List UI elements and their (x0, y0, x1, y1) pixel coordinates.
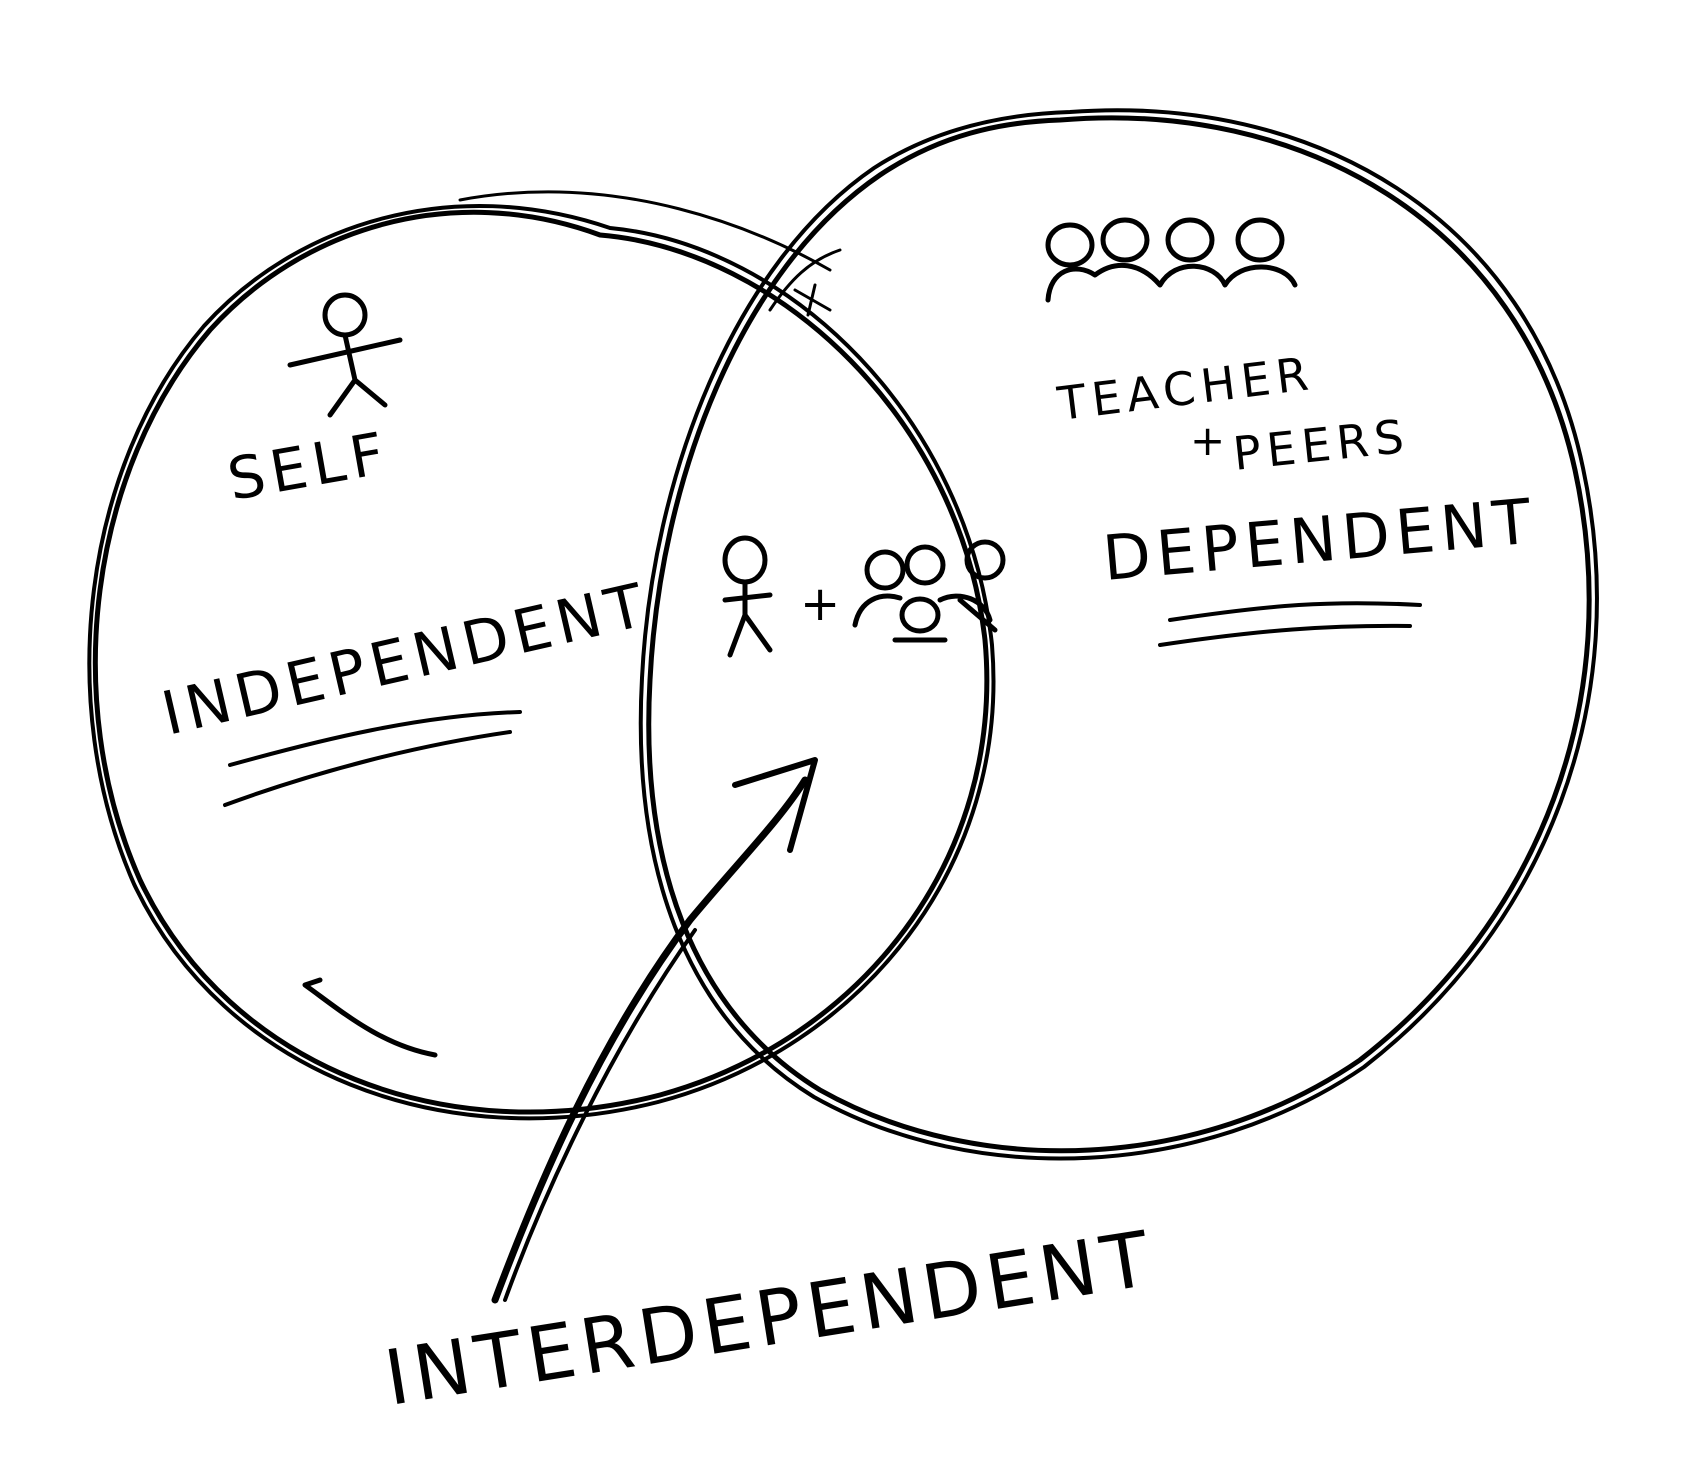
peers-label: PEERS (1231, 409, 1413, 481)
teacher-peers-group-icon (1045, 217, 1298, 303)
dependent-underline (1158, 601, 1422, 647)
intersection-group-icon (852, 539, 1006, 643)
teacher-label: TEACHER (1054, 346, 1317, 431)
stray-mark (302, 977, 438, 1058)
right-circle (638, 108, 1599, 1161)
self-label: SELF (223, 418, 395, 513)
independent-underline (223, 710, 522, 807)
interdependent-arrow-icon (491, 757, 818, 1304)
teacher-peers-plus: + (1190, 416, 1231, 465)
intersection-plus: + (800, 576, 846, 632)
dependent-label: DEPENDENT (1100, 484, 1540, 595)
interdependent-label: INTERDEPENDENT (379, 1213, 1161, 1423)
self-stick-figure-icon (287, 292, 403, 418)
intersection-self-figure-icon (722, 535, 773, 658)
